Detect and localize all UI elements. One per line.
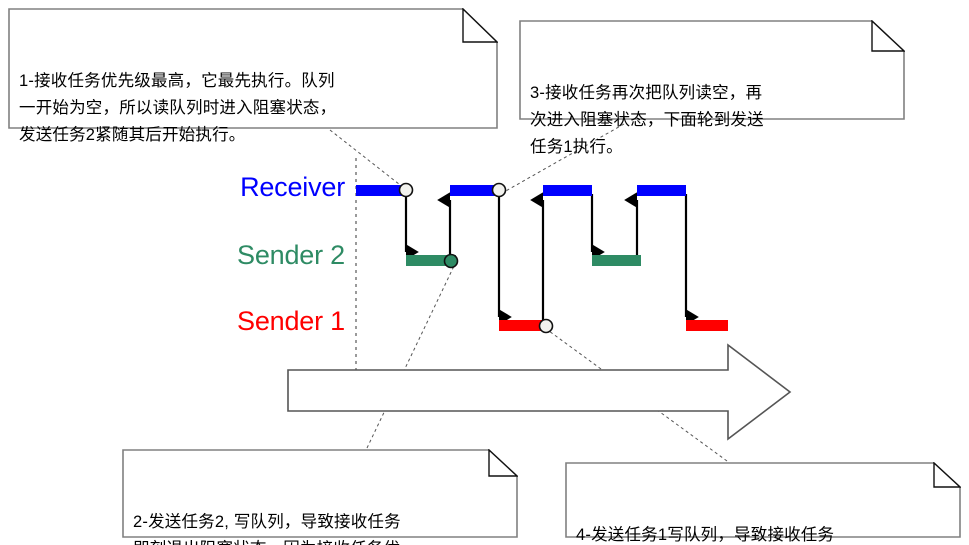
bar-sender2-2 bbox=[592, 255, 641, 266]
callout-note-3: 3-接收任务再次把队列读空，再 次进入阻塞状态，下面轮到发送 任务1执行。 bbox=[519, 20, 905, 156]
time-tick-label-t1: t1 bbox=[337, 375, 358, 403]
callout-note-4: 4-发送任务1写队列，导致接收任务 退出阻塞状态、抢占发送任务1。 bbox=[565, 462, 961, 544]
event-marker-4 bbox=[538, 318, 554, 334]
bar-receiver-2 bbox=[450, 185, 499, 196]
callout-note-4-text: 4-发送任务1写队列，导致接收任务 退出阻塞状态、抢占发送任务1。 bbox=[576, 526, 835, 545]
event-marker-2 bbox=[443, 253, 459, 269]
leader-note-2 bbox=[366, 265, 455, 449]
bar-sender2-1 bbox=[406, 255, 456, 266]
bar-sender1-1 bbox=[499, 320, 548, 331]
event-marker-3 bbox=[491, 182, 507, 198]
callout-note-2: 2-发送任务2, 写队列，导致接收任务 即刻退出阻塞状态。因为接收任务优 先级最… bbox=[122, 449, 518, 545]
time-axis-label: Time bbox=[495, 373, 550, 401]
bar-receiver-1 bbox=[356, 185, 406, 196]
event-markers bbox=[398, 182, 554, 334]
callout-note-3-text: 3-接收任务再次把队列读空，再 次进入阻塞状态，下面轮到发送 任务1执行。 bbox=[530, 84, 764, 156]
callout-note-2-text: 2-发送任务2, 写队列，导致接收任务 即刻退出阻塞状态。因为接收任务优 先级最… bbox=[133, 513, 401, 545]
execution-bars bbox=[356, 185, 728, 331]
lane-label-sender-1: Sender 1 bbox=[237, 306, 345, 336]
event-marker-1 bbox=[398, 182, 414, 198]
callout-note-1: 1-接收任务优先级最高，它最先执行。队列 一开始为空，所以读队列时进入阻塞状态，… bbox=[8, 8, 498, 144]
lane-label-receiver: Receiver bbox=[240, 172, 345, 202]
context-switch-arrows bbox=[404, 192, 699, 328]
callout-note-1-text: 1-接收任务优先级最高，它最先执行。队列 一开始为空，所以读队列时进入阻塞状态，… bbox=[19, 72, 337, 144]
leader-note-4 bbox=[548, 330, 728, 462]
bar-sender1-2 bbox=[686, 320, 728, 331]
lane-label-sender-2: Sender 2 bbox=[237, 240, 345, 270]
